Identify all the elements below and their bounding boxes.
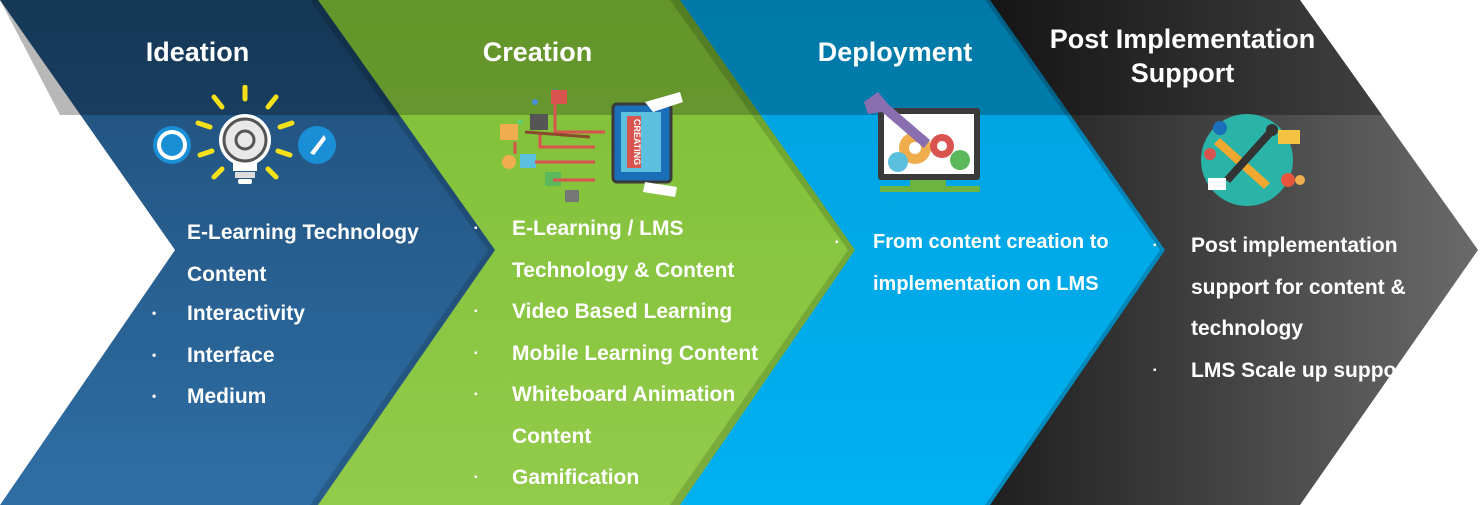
list-item: • Interactivity — [152, 293, 457, 335]
list-item-label: Whiteboard Animation Content — [512, 383, 736, 448]
ideation-lead: E-Learning Technology Content — [187, 221, 419, 286]
list-item: ▪ E-Learning / LMS Technology & Content — [474, 208, 802, 291]
list-item-label: E-Learning / LMS Technology & Content — [512, 217, 735, 282]
bullet-icon: ▪ — [474, 347, 478, 359]
bullet-icon: ▪ — [474, 472, 478, 483]
stage-title-ideation: Ideation — [145, 37, 250, 67]
list-item-label: From content creation to implementation … — [873, 231, 1109, 295]
list-item-label: Post implementation support for content … — [1191, 234, 1406, 340]
lightbulb-gear-icon — [153, 85, 336, 184]
deployment-list: ▪ From content creation to implementation… — [835, 222, 1158, 305]
list-item-label: Gamification — [512, 466, 640, 489]
list-item: ▪ Post implementation support for content… — [1153, 225, 1431, 350]
support-list: ▪ Post implementation support for content… — [1153, 225, 1431, 392]
bullet-icon: ▪ — [1153, 240, 1157, 251]
chevron-ideation — [0, 0, 495, 505]
list-item-label: Interactivity — [187, 302, 305, 325]
bullet-icon: ▪ — [1153, 364, 1157, 376]
chevron-creation — [310, 0, 855, 505]
list-item: ▪ Video Based Learning — [474, 291, 802, 333]
chevron-support — [985, 0, 1478, 505]
list-item-label: Interface — [187, 343, 275, 367]
stage-title-creation: Creation — [482, 37, 593, 67]
bullet-icon: ▪ — [835, 237, 839, 248]
chevron-deployment — [670, 0, 1165, 505]
list-item: • Medium — [152, 376, 457, 418]
list-item-label: LMS Scale up support — [1191, 358, 1412, 382]
monitor-wrench-gears-icon — [864, 92, 980, 192]
list-item: ▪ Mobile Learning Content — [474, 333, 802, 375]
list-item: ▪ LMS Scale up support — [1153, 350, 1431, 392]
list-item: ▪ From content creation to implementation… — [835, 222, 1158, 305]
bullet-icon: ▪ — [474, 306, 478, 317]
bullet-icon: • — [152, 347, 157, 362]
creating-tablet-icon: CREATING — [500, 89, 683, 202]
bullet-icon: • — [152, 306, 157, 320]
list-item-label: Medium — [187, 385, 267, 408]
bullet-icon: • — [152, 389, 157, 403]
creating-badge: CREATING — [632, 119, 642, 165]
bullet-icon: ▪ — [474, 223, 478, 234]
list-item: • Interface — [152, 335, 457, 377]
bullet-icon: ▪ — [474, 389, 478, 400]
ideation-content: E-Learning Technology Content — [187, 212, 467, 295]
list-item: ▪ Gamification — [474, 457, 802, 499]
stage-title-deployment: Deployment — [817, 37, 973, 67]
list-item-label: Video Based Learning — [512, 300, 733, 323]
tools-circle-icon — [1201, 114, 1305, 206]
list-item-label: Mobile Learning Content — [512, 341, 759, 365]
stage-title-support: Post Implementation Support — [1049, 24, 1316, 88]
list-item: ▪ Whiteboard Animation Content — [474, 374, 802, 457]
creation-list: ▪ E-Learning / LMS Technology & Content ▪ V… — [474, 208, 802, 499]
ideation-list: • Interactivity • Interface • Medium — [152, 293, 457, 418]
